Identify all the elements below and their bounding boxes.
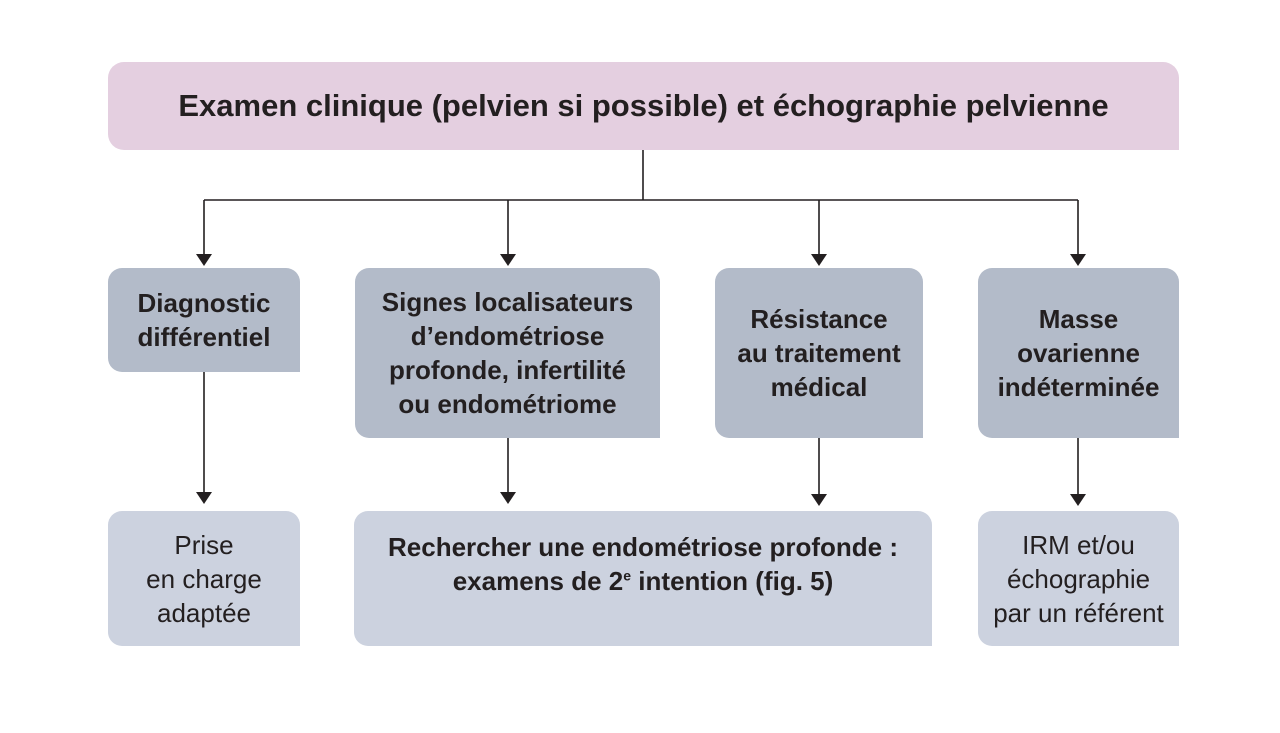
branch-label-line: indéterminée bbox=[997, 372, 1160, 402]
arrow-head bbox=[500, 254, 516, 266]
outcome-label-line: Rechercher une endométriose profonde : bbox=[388, 531, 898, 562]
branch-label-line: d’endométriose bbox=[410, 321, 605, 351]
top-box-title: Examen clinique (pelvien si possible) et… bbox=[178, 88, 1109, 123]
outcome-label-line: par un référent bbox=[993, 597, 1164, 628]
arrow-head bbox=[1070, 494, 1086, 506]
outcome-box-mri-referent: IRM et/ou échographie par un référent bbox=[978, 511, 1179, 646]
arrow-head bbox=[196, 254, 212, 266]
top-box-clinical-exam: Examen clinique (pelvien si possible) et… bbox=[108, 62, 1179, 150]
outcome-box-deep-endometriosis-search: Rechercher une endométriose profonde : e… bbox=[354, 511, 932, 646]
outcome-label-part: intention (fig. 5) bbox=[631, 565, 834, 596]
branch-label-line: Masse bbox=[1038, 304, 1119, 334]
branch-box-ovarian-mass: Masse ovarienne indéterminée bbox=[978, 268, 1179, 438]
outcome-label-line: Prise bbox=[174, 529, 234, 560]
arrow-head bbox=[811, 494, 827, 506]
arrow-head bbox=[500, 492, 516, 504]
branch-label-line: profonde, infertilité bbox=[389, 355, 626, 385]
branch-label-line: ovarienne bbox=[1017, 338, 1140, 368]
outcome-label-line: échographie bbox=[1006, 563, 1151, 594]
outcome-label-line: en charge bbox=[146, 563, 262, 594]
arrow-head bbox=[811, 254, 827, 266]
arrow-head bbox=[1070, 254, 1086, 266]
outcome-label-line: IRM et/ou bbox=[1022, 529, 1135, 560]
branch-label-line: ou endométriome bbox=[398, 389, 617, 419]
branch-label-line: différentiel bbox=[137, 322, 271, 352]
outcome-label-line: adaptée bbox=[157, 597, 251, 628]
branch-box-treatment-resistance: Résistance au traitement médical bbox=[715, 268, 923, 438]
branch-label-line: médical bbox=[770, 372, 868, 402]
outcome-label-line: examens de 2e intention (fig. 5) bbox=[453, 564, 834, 598]
branch-label-line: Résistance bbox=[750, 304, 888, 334]
arrow-head bbox=[196, 492, 212, 504]
outcome-box-adapted-care: Prise en charge adaptée bbox=[108, 511, 300, 646]
outcome-label-part: examens de 2 bbox=[452, 565, 624, 596]
branch-box-differential-diagnosis: Diagnostic différentiel bbox=[108, 268, 300, 372]
ordinal-superscript: e bbox=[623, 566, 632, 583]
branch-label-line: Signes localisateurs bbox=[381, 287, 634, 317]
branch-label-line: Diagnostic bbox=[137, 288, 271, 318]
branch-box-localizing-signs: Signes localisateurs d’endométriose prof… bbox=[355, 268, 660, 438]
branch-label-line: au traitement bbox=[737, 338, 901, 368]
